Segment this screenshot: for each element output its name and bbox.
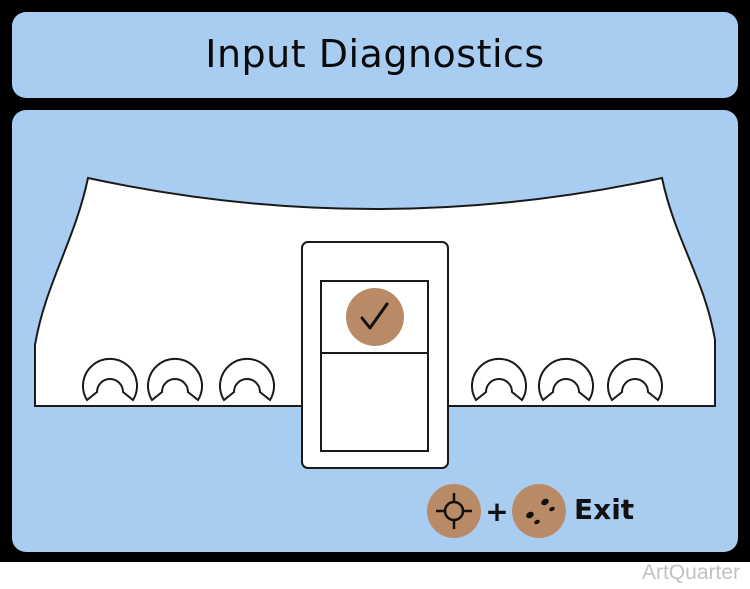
sensor-arc <box>82 357 138 402</box>
sensor-arc <box>147 357 203 402</box>
exit-label: Exit <box>574 493 635 526</box>
sensor-arc <box>607 357 663 402</box>
check-icon <box>346 288 404 346</box>
page-title: Input Diagnostics <box>205 32 545 76</box>
sensor-arc <box>219 357 275 402</box>
target-icon[interactable] <box>427 484 481 538</box>
sensor-arc <box>471 357 527 402</box>
footprints-icon[interactable] <box>512 484 566 538</box>
input-diagram: + <box>34 176 716 538</box>
title-bar: Input Diagnostics <box>12 12 738 98</box>
left-sensors <box>82 357 275 402</box>
sensor-arc <box>538 357 594 402</box>
plus-sign: + <box>485 495 508 528</box>
watermark: ArtQuarter <box>641 561 740 584</box>
right-sensors <box>471 357 663 402</box>
lower-slot <box>320 352 429 452</box>
